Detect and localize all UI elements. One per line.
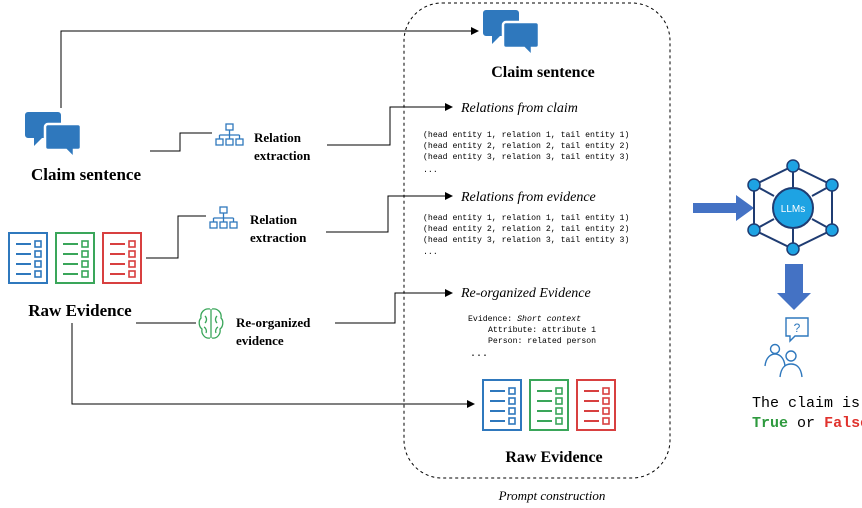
document-list-icon-red bbox=[576, 379, 616, 431]
raw-evidence-label-left: Raw Evidence bbox=[28, 301, 132, 320]
brain-icon bbox=[198, 308, 224, 339]
relation-extraction-label-1: Relation extraction bbox=[254, 130, 311, 163]
reorganized-evidence-line: Evidence: Short context bbox=[468, 314, 581, 324]
hierarchy-icon bbox=[215, 123, 244, 146]
verdict-line-1: The claim is bbox=[752, 395, 860, 412]
reorganized-ellipsis: ... bbox=[470, 349, 488, 360]
connector-evidence-to-extraction bbox=[146, 215, 206, 259]
verdict-false: False bbox=[824, 415, 862, 432]
person-question-icon: ? bbox=[764, 317, 809, 378]
connector-reorganize-to-prompt bbox=[335, 289, 453, 324]
reorganized-attribute-line: Attribute: attribute 1 bbox=[488, 325, 596, 335]
prompt-raw-evidence-label: Raw Evidence bbox=[505, 449, 602, 466]
reorganized-evidence-title: Re-organized Evidence bbox=[460, 286, 591, 301]
hierarchy-icon bbox=[209, 206, 238, 229]
connector-extraction-to-relations-evidence bbox=[326, 192, 453, 233]
connector-claim-to-extraction bbox=[150, 132, 212, 152]
document-list-icon-blue bbox=[482, 379, 522, 431]
relation-extraction-label-2: Relation extraction bbox=[250, 212, 307, 245]
document-list-icon-green bbox=[55, 232, 95, 284]
svg-text:?: ? bbox=[794, 321, 801, 335]
relations-from-claim-title: Relations from claim bbox=[460, 101, 578, 116]
connector-claim-to-prompt bbox=[60, 27, 479, 108]
connector-raw-evidence-to-prompt bbox=[71, 323, 475, 408]
document-list-icon-green bbox=[529, 379, 569, 431]
connector-extraction-to-relations-claim bbox=[327, 103, 453, 146]
llm-network-icon bbox=[747, 159, 839, 256]
chat-bubbles-icon bbox=[23, 110, 83, 160]
claim-sentence-label: Claim sentence bbox=[31, 165, 141, 184]
llm-label: LLMs bbox=[781, 204, 805, 215]
verdict-or: or bbox=[797, 415, 815, 432]
document-list-icon-red bbox=[102, 232, 142, 284]
block-arrow-down bbox=[777, 264, 811, 310]
relations-from-evidence-title: Relations from evidence bbox=[460, 190, 596, 205]
prompt-claim-sentence: Claim sentence bbox=[491, 64, 595, 81]
relations-from-claim-list: (head entity 1, relation 1, tail entity … bbox=[423, 130, 634, 175]
verdict-true: True bbox=[752, 415, 788, 432]
block-arrow-right bbox=[693, 195, 754, 221]
reorganized-evidence-label: Re-organized evidence bbox=[236, 315, 314, 348]
document-list-icon-blue bbox=[8, 232, 48, 284]
relations-from-evidence-list: (head entity 1, relation 1, tail entity … bbox=[423, 213, 634, 257]
chat-bubbles-icon bbox=[481, 8, 541, 58]
prompt-construction-caption: Prompt construction bbox=[498, 488, 606, 503]
verdict-line-2: True or False bbox=[752, 415, 862, 432]
reorganized-person-line: Person: related person bbox=[488, 336, 596, 346]
